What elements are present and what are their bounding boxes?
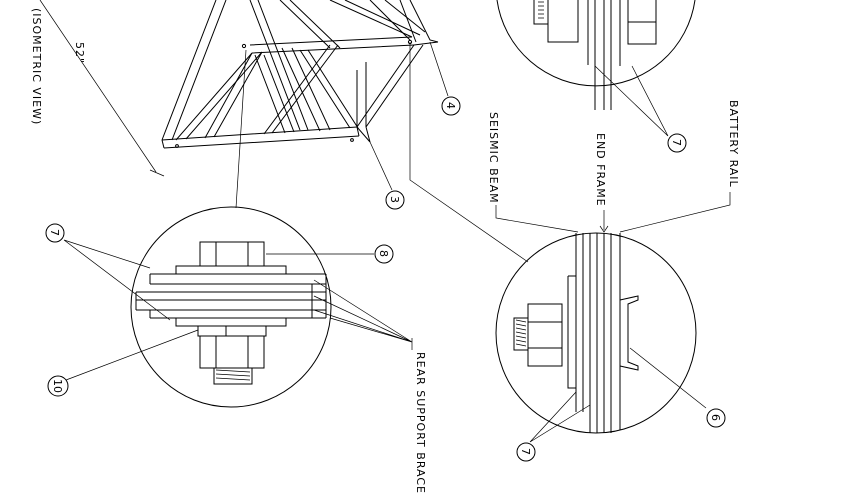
callout-8-bubble [374,244,394,264]
callout-6-bubble [706,408,726,428]
detail-right [495,232,697,434]
seismic-beam-label: SEISMIC BEAM [487,112,500,204]
callout-4: 4 [444,102,457,109]
detail-lower-left [130,206,332,408]
callout-7-top: 7 [670,139,683,146]
callout-4-bubble [441,96,461,116]
isometric-frame [39,0,529,263]
callout-7-left: 7 [48,229,61,236]
callout-7-top-bubble [667,133,687,153]
detail-top-right [496,0,696,110]
callout-7-bottom: 7 [519,448,532,455]
callout-7-left-bubble [45,223,65,243]
rear-support-brace-label: REAR SUPPORT BRACE [414,352,427,494]
callout-10-bubble [47,375,69,397]
callout-3-bubble [385,190,405,210]
callout-3: 3 [388,196,401,203]
callout-6: 6 [709,414,722,421]
dimension-label: 52" [73,42,86,64]
isometric-view-label: (ISOMETRIC VIEW) [30,8,43,125]
callout-7-bottom-bubble [516,442,536,462]
callout-8: 8 [377,250,390,257]
callout-10: 10 [51,379,64,393]
battery-rail-label: BATTERY RAIL [727,100,740,188]
end-frame-label: END FRAME [594,133,607,207]
